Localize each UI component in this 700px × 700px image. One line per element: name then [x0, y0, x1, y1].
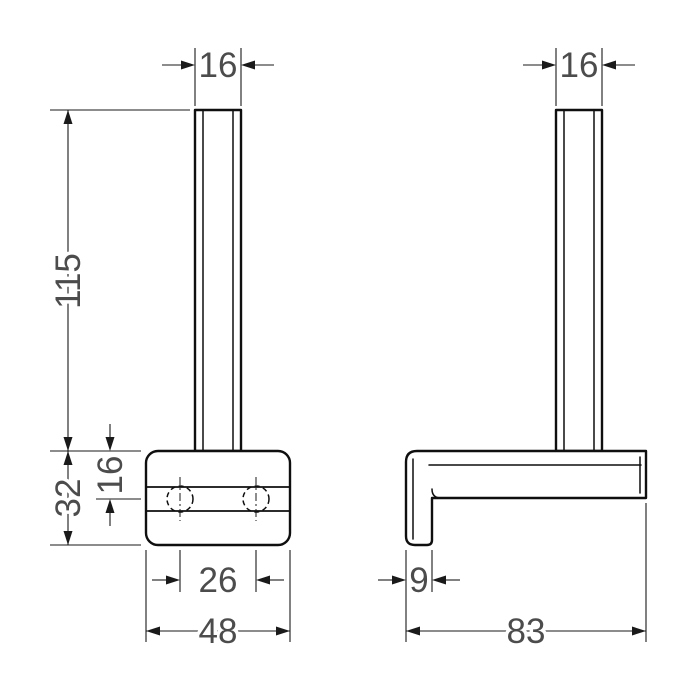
arrow-right-icon: [166, 575, 180, 585]
dim-label-front-hole-spacing: 26: [199, 561, 238, 600]
arrow-left-icon: [432, 575, 446, 585]
arrow-right-icon: [276, 626, 290, 636]
arrow-down-icon: [63, 531, 73, 545]
arrow-right-icon: [632, 626, 646, 636]
side-view-object: [404, 108, 648, 547]
arrow-right-icon: [392, 575, 406, 585]
side-dim-plate-thickness: 9: [378, 550, 460, 604]
front-dim-height: 115: [46, 109, 190, 452]
arrow-left-icon: [602, 60, 616, 70]
side-bar-outline: [554, 108, 604, 453]
dim-label-front-base-width: 48: [199, 612, 238, 651]
side-bracket-outline: [404, 449, 648, 547]
front-view-object: [144, 108, 292, 547]
side-dim-depth: 83: [405, 503, 647, 655]
dim-label-side-top-width: 16: [560, 46, 599, 85]
arrow-left-icon: [241, 60, 255, 70]
front-dim-top-width: 16: [162, 43, 274, 106]
side-fillet: [431, 488, 442, 499]
arrow-down-icon: [105, 437, 115, 451]
dim-label-front-base-height: 32: [49, 479, 88, 518]
arrow-right-icon: [181, 60, 195, 70]
dim-label-front-top-width: 16: [199, 46, 238, 85]
dim-label-front-height: 115: [49, 253, 88, 309]
dim-label-front-hole-offset: 16: [91, 456, 130, 495]
arrow-right-icon: [542, 60, 556, 70]
side-view: 16 9 83: [378, 43, 648, 655]
front-dim-base-width: 48: [145, 550, 291, 655]
arrow-down-icon: [63, 437, 73, 451]
arrow-up-icon: [105, 499, 115, 513]
side-dim-top-width: 16: [523, 43, 635, 106]
front-dim-hole-spacing: 26: [152, 550, 284, 604]
arrow-left-icon: [146, 626, 160, 636]
front-view: 16 115 32 16: [46, 43, 292, 655]
dim-label-side-depth: 83: [507, 612, 546, 651]
front-dim-hole-offset: 16: [88, 424, 141, 526]
arrow-left-icon: [406, 626, 420, 636]
front-bar-outline: [193, 108, 243, 453]
front-dim-base-height: 32: [46, 451, 141, 546]
arrow-left-icon: [256, 575, 270, 585]
arrow-up-icon: [63, 110, 73, 124]
arrow-up-icon: [63, 451, 73, 465]
dim-label-side-plate-thickness: 9: [409, 561, 428, 600]
front-base-outline: [144, 449, 292, 547]
